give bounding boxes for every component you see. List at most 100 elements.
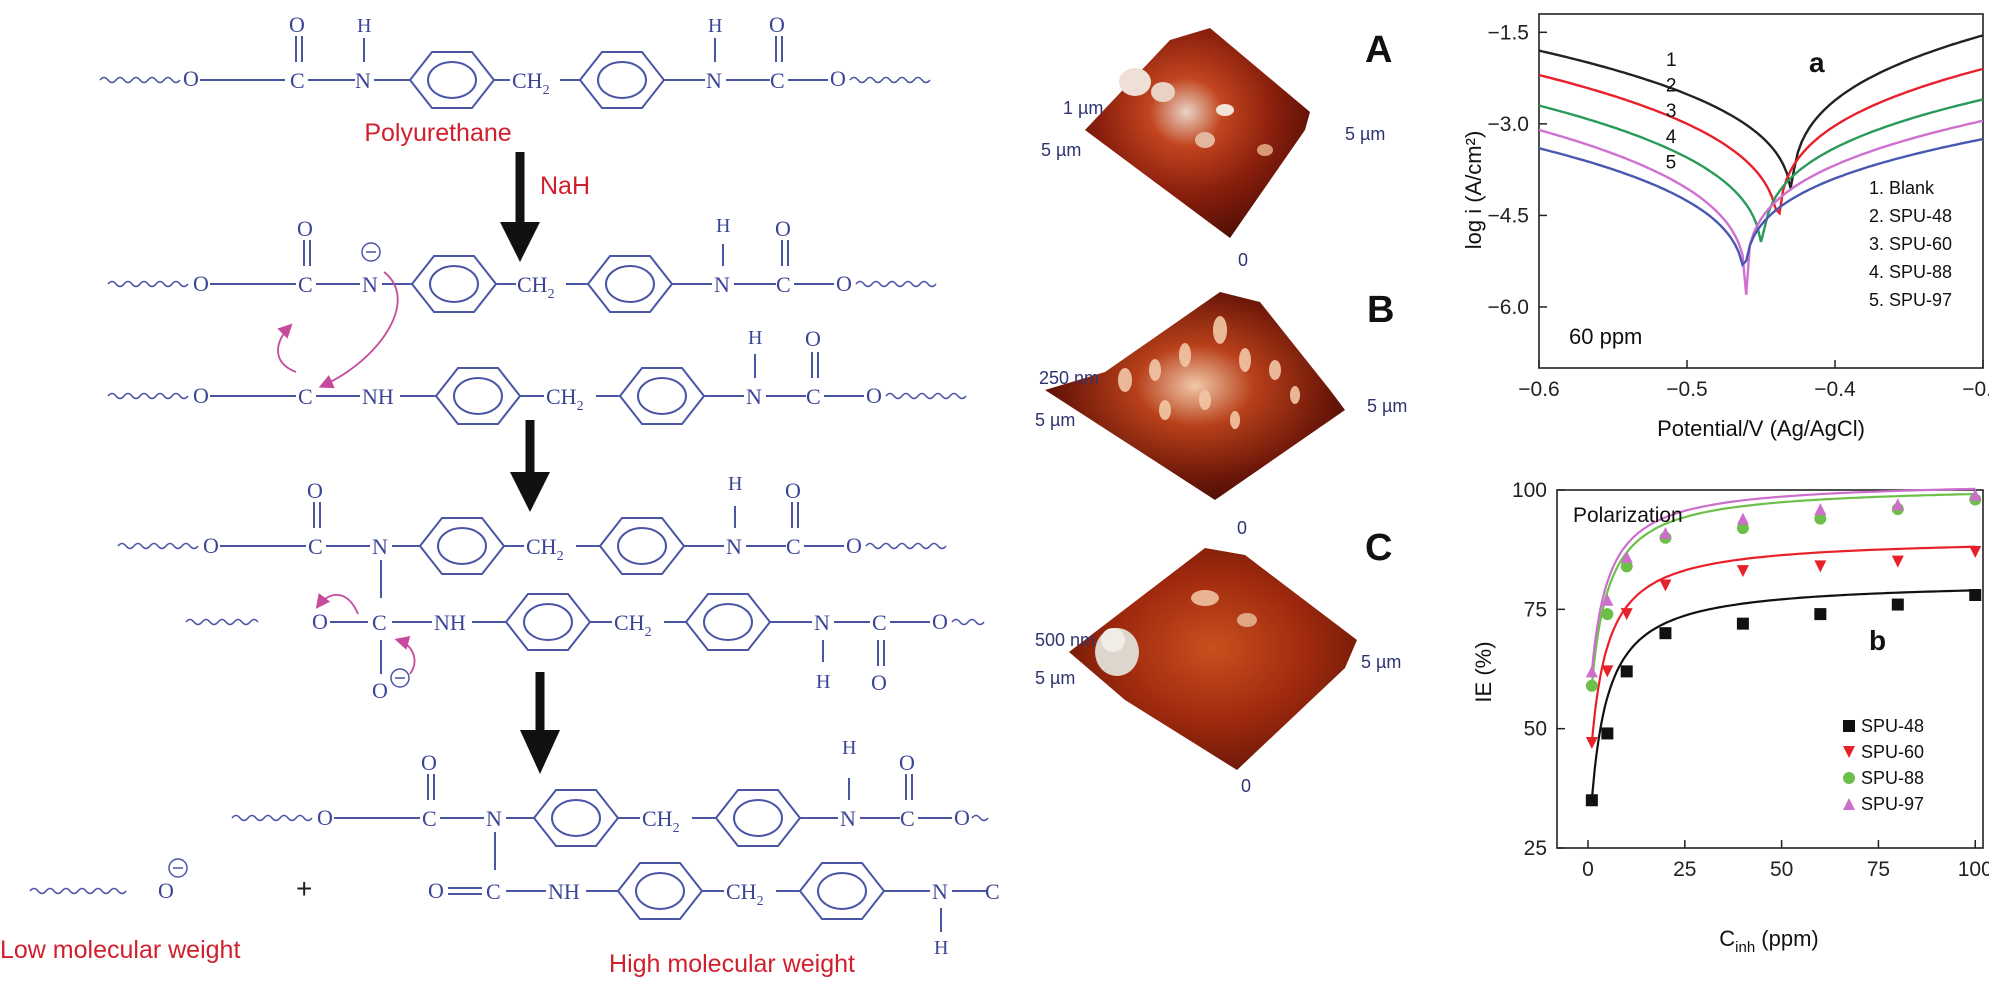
panel-label-b: b [1869,625,1886,656]
legend-item: SPU-48 [1861,716,1924,736]
atom-o: O [193,383,209,408]
atom-h: H [748,327,762,349]
atom-n: N [814,610,830,635]
y-tick-label: 100 [1512,479,1547,502]
x-tick-label: 100 [1958,858,1989,881]
negative-charge-icon [390,668,410,688]
panel-label-a: a [1809,47,1825,78]
curve-number-label: 1 [1666,50,1677,71]
series-line [1538,119,1984,295]
data-point [1969,589,1982,602]
legend-item: 3. SPU-60 [1869,234,1952,254]
polyurethane-label: Polyurethane [364,119,511,147]
atom-n: N [362,272,378,297]
series-line [1538,34,1984,189]
atom-o: O [932,609,948,634]
data-point [1843,720,1855,732]
low-mw-label: Low molecular weight [0,936,240,964]
data-point [1843,798,1855,810]
negative-charge-icon [361,242,381,262]
atom-o: O [866,383,882,408]
axis-ticks: −0.6−0.5−0.4−0.3−1.5−3.0−4.5−6.0 [1488,21,1989,401]
reaction-scheme: O C O N H CH2 N H C O O Polyurethane NaH… [0,12,1000,978]
chart-title: Polarization [1573,504,1683,527]
atom-c: C [486,879,501,904]
intermediate-structure: O C O N CH2 N H C O O O C O [117,473,985,703]
data-point [1620,560,1633,573]
atom-n: N [932,879,948,904]
x-tick-label: 75 [1867,858,1890,881]
y-tick-label: 50 [1524,718,1547,741]
atom-n: N [486,806,502,831]
data-point [1620,665,1633,678]
atom-o: O [805,326,821,351]
data-point [1891,555,1904,568]
data-point [1601,727,1614,740]
atom-h: H [934,937,948,959]
atom-n: N [355,68,371,93]
data-point [1585,665,1598,678]
x-tick-label: −0.4 [1814,378,1856,401]
atom-o: O [317,805,333,830]
ch2-group: CH2 [642,806,680,836]
legend-item: SPU-60 [1861,742,1924,762]
atom-c: C [298,384,313,409]
atom-n: N [840,806,856,831]
afm-panel-letter: C [1365,527,1392,569]
atom-c: C [872,610,887,635]
atom-h: H [842,737,856,759]
y-tick-label: −1.5 [1488,21,1529,44]
atom-h: H [716,215,730,237]
fit-curves [1590,487,1976,801]
data-point [1601,665,1614,678]
data-point [1814,608,1827,621]
atom-c: C [806,384,821,409]
data-point [1601,608,1614,621]
atom-o: O [307,478,323,503]
data-point [1843,746,1855,758]
atom-c: C [985,879,1000,904]
atom-o: O [954,805,970,830]
curve-number-label: 4 [1666,127,1677,148]
afm-image-c: 500 nm 5 µm 5 µm 0 C [1035,527,1401,796]
plus-sign: + [296,873,312,904]
atom-o: O [203,533,219,558]
atom-c: C [786,534,801,559]
x-axis-label: Cinh (ppm) [1719,926,1818,956]
y-axis-label: log i (A/cm²) [1461,131,1486,250]
x-tick-label: 25 [1673,858,1696,881]
ch2-group: CH2 [512,68,550,98]
afm-surface [1045,292,1345,500]
afm-y-label: 5 µm [1035,410,1075,430]
afm-surface [1069,548,1357,770]
afm-y-label: 5 µm [1041,140,1081,160]
afm-z-label: 500 nm [1035,630,1095,650]
afm-zero-label: 0 [1237,518,1247,538]
atom-c: C [290,68,305,93]
data-point [1736,565,1749,578]
ch2-group: CH2 [614,610,652,640]
afm-image-a: 1 µm 5 µm 5 µm 0 A [1041,28,1392,270]
atom-o: O [193,271,209,296]
data-point [1620,550,1633,563]
data-point [1814,512,1827,525]
series-line [1538,67,1984,216]
data-point [1969,546,1982,559]
atom-o: O [428,878,444,903]
series-curves [1538,34,1984,295]
data-point [1814,503,1827,516]
atom-c: C [770,68,785,93]
afm-image-b: 250 nm 5 µm 5 µm 0 B [1035,289,1407,538]
data-point [1969,488,1982,501]
afm-y-label: 5 µm [1035,668,1075,688]
x-tick-label: 0 [1582,858,1594,881]
nh-group: NH [434,610,466,635]
data-point [1585,679,1598,692]
polyurethane-structure: O C O N H CH2 N H C O O [99,12,931,109]
data-point [1601,593,1614,606]
data-point [1659,579,1672,592]
